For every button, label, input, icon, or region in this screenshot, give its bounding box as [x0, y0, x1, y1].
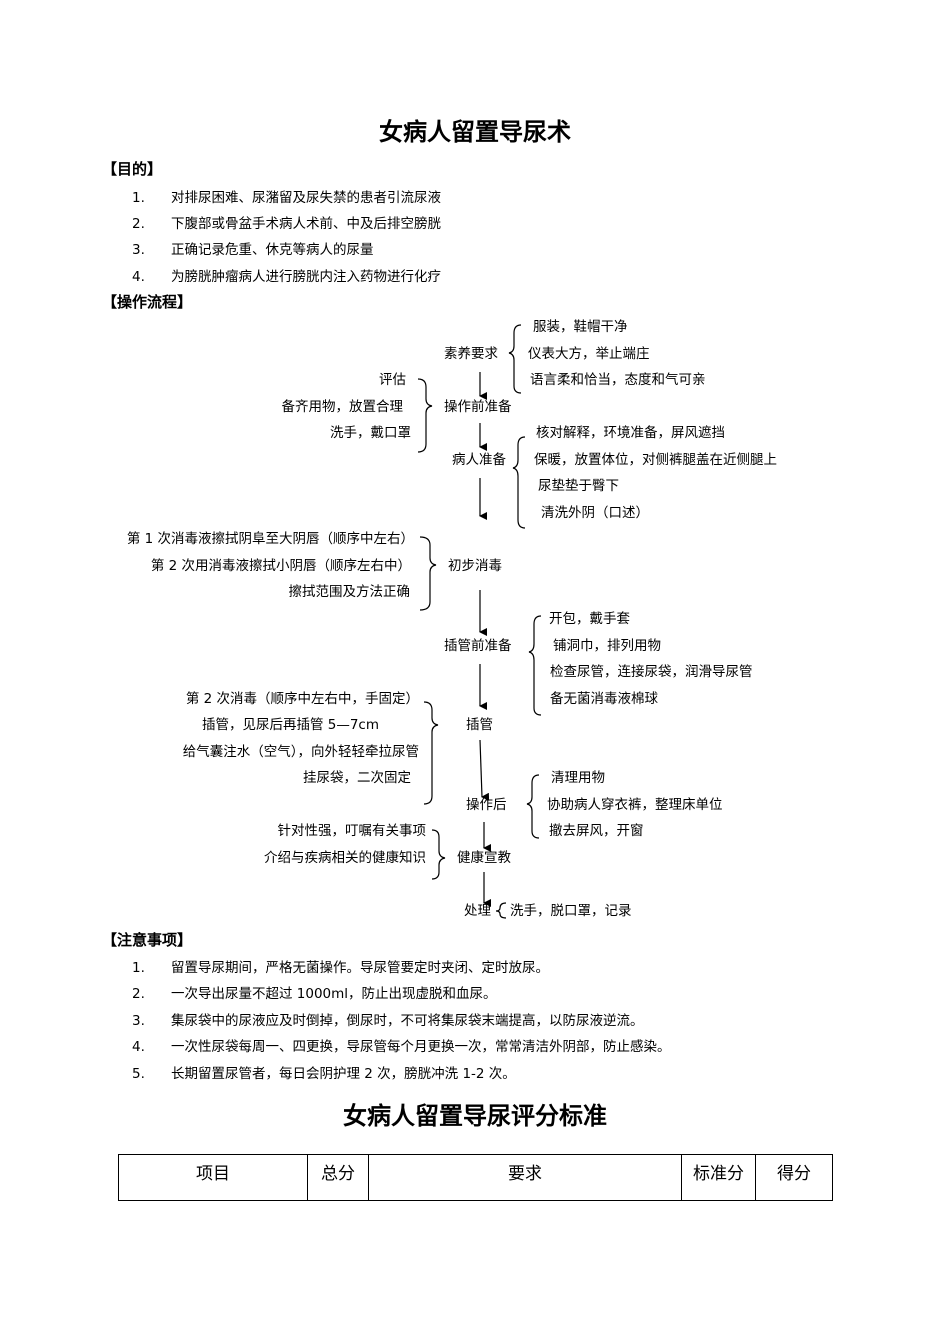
- flow-detail: 铺洞巾，排列用物: [553, 638, 661, 654]
- flow-step-label: 初步消毒: [448, 558, 502, 574]
- purpose-item: 1.对排尿困难、尿潴留及尿失禁的患者引流尿液: [132, 190, 441, 206]
- flow-step-label: 插管前准备: [444, 638, 512, 654]
- flow-step-label: 健康宣教: [457, 850, 511, 866]
- scoring-title: 女病人留置导尿评分标准: [343, 1102, 607, 1130]
- purpose-item: 2.下腹部或骨盆手术病人术前、中及后排空膀胱: [132, 216, 441, 232]
- flow-detail: 备齐用物，放置合理: [281, 399, 404, 415]
- flow-step-label: 病人准备: [452, 452, 506, 468]
- flow-step-label: 处理: [464, 903, 491, 919]
- column-header-total: 总分: [307, 1154, 369, 1201]
- flow-detail: 仪表大方，举止端庄: [528, 346, 650, 362]
- flow-detail: 第 2 次用消毒液擦拭小阴唇（顺序左右中）: [150, 558, 411, 574]
- flow-detail: 备无菌消毒液棉球: [550, 691, 658, 707]
- column-header-score: 得分: [755, 1154, 833, 1201]
- flow-detail: 评估: [379, 372, 406, 388]
- column-header-item: 项目: [118, 1154, 308, 1201]
- flow-step-label: 操作前准备: [444, 399, 512, 415]
- flow-detail: 第 1 次消毒液擦拭阴阜至大阴唇（顺序中左右）: [126, 531, 414, 547]
- flow-detail: 插管，见尿后再插管 5—7cm: [201, 717, 379, 733]
- flow-detail: 语言柔和恰当，态度和气可亲: [530, 372, 706, 388]
- column-header-requirement: 要求: [368, 1154, 682, 1201]
- flow-detail: 尿垫垫于臀下: [538, 478, 619, 494]
- page-title: 女病人留置导尿术: [379, 118, 571, 146]
- procedure-heading: 【操作流程】: [102, 293, 193, 311]
- flow-detail: 清洗外阴（口述）: [541, 505, 649, 521]
- flow-detail: 第 2 次消毒（顺序中左右中，手固定）: [185, 691, 419, 707]
- flow-detail: 协助病人穿衣裤，整理床单位: [547, 797, 723, 813]
- scoring-table: 项目 总分 要求 标准分 得分: [118, 1154, 833, 1201]
- flow-detail: 挂尿袋，二次固定: [303, 770, 411, 786]
- flow-detail: 给气囊注水（空气），向外轻轻牵拉尿管: [182, 744, 419, 760]
- flow-detail: 擦拭范围及方法正确: [288, 584, 411, 600]
- flow-detail: 服装，鞋帽干净: [533, 319, 628, 335]
- notes-item: 4.一次性尿袋每周一、四更换，导尿管每个月更换一次，常常清洁外阴部，防止感染。: [132, 1039, 671, 1055]
- flow-detail: 检查尿管，连接尿袋，润滑导尿管: [550, 664, 753, 680]
- notes-item: 5.长期留置尿管者，每日会阴护理 2 次，膀胱冲洗 1-2 次。: [132, 1066, 516, 1082]
- notes-item: 3.集尿袋中的尿液应及时倒掉，倒尿时，不可将集尿袋末端提高，以防尿液逆流。: [132, 1013, 644, 1029]
- flow-detail: 针对性强，叮嘱有关事项: [277, 823, 427, 839]
- flow-step-label: 插管: [466, 717, 493, 733]
- notes-item: 1.留置导尿期间，严格无菌操作。导尿管要定时夹闭、定时放尿。: [132, 960, 549, 976]
- purpose-item: 3.正确记录危重、休克等病人的尿量: [132, 242, 374, 258]
- flow-step-label: 操作后: [466, 797, 507, 813]
- flow-detail: 清理用物: [551, 770, 605, 786]
- flow-detail: 核对解释，环境准备，屏风遮挡: [536, 425, 725, 441]
- flow-step-label: 素养要求: [444, 346, 498, 362]
- flow-detail: 保暖，放置体位，对侧裤腿盖在近侧腿上: [534, 452, 777, 468]
- purpose-item: 4.为膀胱肿瘤病人进行膀胱内注入药物进行化疗: [132, 269, 441, 285]
- flow-detail: 开包，戴手套: [549, 611, 630, 627]
- notes-heading: 【注意事项】: [102, 931, 193, 949]
- notes-item: 2.一次导出尿量不超过 1000ml，防止出现虚脱和血尿。: [132, 986, 497, 1002]
- flow-detail: 洗手，戴口罩: [330, 425, 411, 441]
- flow-detail: 介绍与疾病相关的健康知识: [264, 850, 426, 866]
- flow-detail: 撤去屏风，开窗: [549, 823, 644, 839]
- table-header-row: 项目 总分 要求 标准分 得分: [118, 1154, 833, 1201]
- flow-detail: 洗手，脱口罩，记录: [510, 903, 632, 919]
- purpose-heading: 【目的】: [102, 160, 163, 178]
- column-header-standard-score: 标准分: [681, 1154, 756, 1201]
